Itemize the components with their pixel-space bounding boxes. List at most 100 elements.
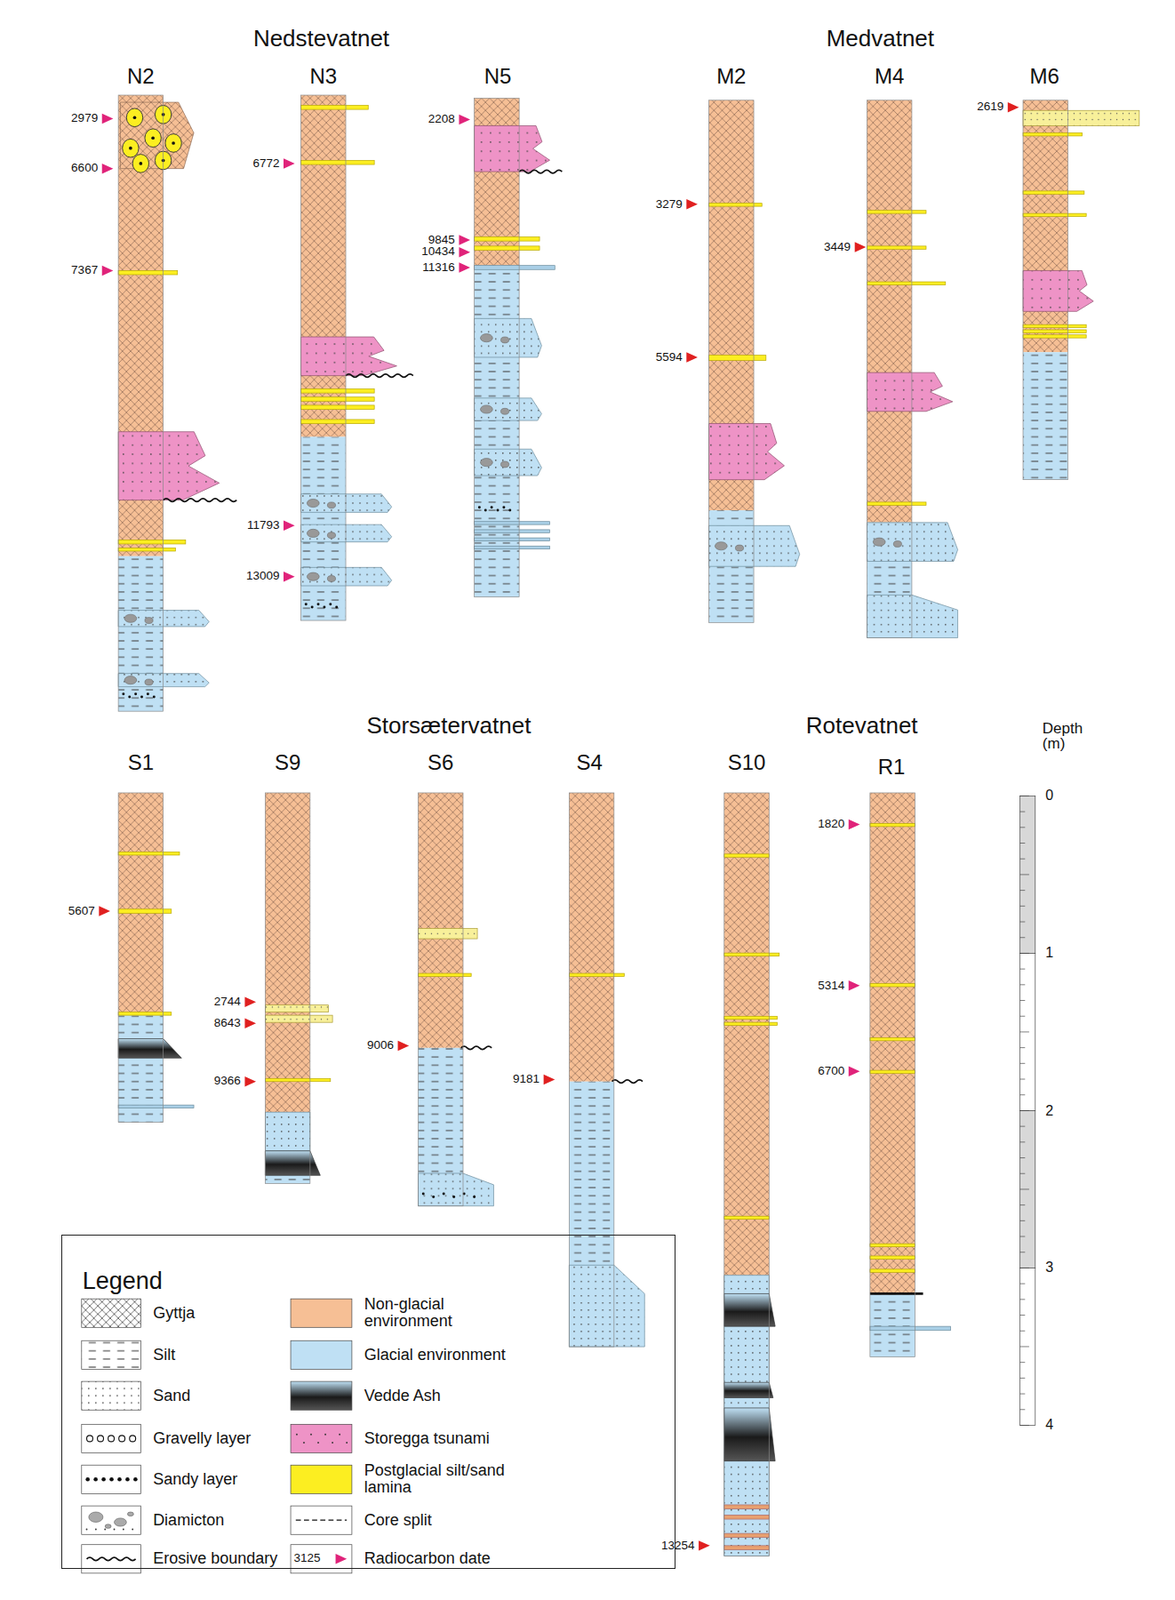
legend-text: Glacial environment bbox=[364, 1346, 523, 1364]
core-stroke bbox=[709, 355, 767, 361]
core-stroke bbox=[124, 614, 137, 623]
legend-text: Radiocarbon date bbox=[364, 1550, 491, 1567]
core-stroke bbox=[418, 928, 479, 939]
core-stroke bbox=[171, 141, 176, 145]
radiocarbon-date: 9006 bbox=[367, 1039, 394, 1052]
legend-text: Sandy layer bbox=[152, 1470, 238, 1488]
core-stroke bbox=[1020, 1424, 1030, 1426]
core-stroke bbox=[1020, 1330, 1026, 1332]
core-stroke bbox=[418, 792, 464, 1207]
core-stroke bbox=[474, 125, 551, 172]
core-stroke bbox=[724, 1293, 776, 1327]
core-stroke bbox=[144, 617, 153, 624]
core-stroke bbox=[1020, 952, 1030, 954]
core-stroke bbox=[1020, 1377, 1026, 1379]
core-name: S6 bbox=[427, 751, 454, 775]
core-stroke bbox=[118, 610, 209, 627]
core-stroke bbox=[866, 281, 945, 285]
date-arrow bbox=[102, 113, 114, 124]
core-stroke bbox=[474, 448, 543, 476]
core-stroke bbox=[724, 854, 769, 857]
core-stroke bbox=[317, 602, 320, 606]
core-stroke bbox=[1020, 983, 1026, 985]
date-arrow bbox=[848, 819, 861, 830]
core-stroke bbox=[114, 1518, 128, 1527]
core-stroke bbox=[290, 1505, 352, 1535]
core-stroke bbox=[1020, 842, 1026, 844]
core-stroke bbox=[131, 1528, 134, 1531]
core-stroke bbox=[724, 952, 780, 956]
core-stroke bbox=[151, 135, 155, 140]
core-stroke bbox=[134, 692, 137, 696]
core-stroke bbox=[93, 1477, 98, 1482]
core-stroke bbox=[295, 1433, 298, 1436]
core-stroke bbox=[324, 1433, 327, 1436]
date-arrow bbox=[543, 1074, 556, 1085]
core-stroke bbox=[474, 97, 520, 597]
core-stroke bbox=[163, 498, 238, 502]
core-stroke bbox=[474, 545, 551, 549]
core-stroke bbox=[1020, 1079, 1026, 1080]
core-stroke bbox=[568, 1264, 645, 1347]
core-stroke bbox=[1020, 1015, 1026, 1017]
radiocarbon-date: 1820 bbox=[817, 817, 845, 831]
core-stroke bbox=[81, 1464, 142, 1494]
core-stroke bbox=[1020, 968, 1026, 970]
core-stroke bbox=[121, 692, 125, 696]
core-stroke bbox=[452, 1195, 456, 1199]
date-arrow bbox=[855, 241, 867, 252]
core-stroke bbox=[290, 1381, 352, 1410]
date-arrow bbox=[335, 1553, 348, 1564]
date-arrow bbox=[98, 905, 111, 916]
core-stroke bbox=[870, 823, 915, 826]
core-stroke bbox=[1020, 1267, 1030, 1269]
core-stroke bbox=[118, 792, 163, 1016]
core-stroke bbox=[1023, 132, 1083, 136]
core-stroke bbox=[866, 372, 952, 412]
core-stroke bbox=[127, 695, 131, 699]
core-stroke bbox=[139, 161, 144, 166]
core-name: N3 bbox=[309, 64, 337, 88]
core-stroke bbox=[132, 154, 149, 174]
core-stroke bbox=[724, 1407, 776, 1462]
date-arrow bbox=[458, 234, 471, 245]
core-stroke bbox=[1020, 795, 1030, 797]
core-stroke bbox=[500, 461, 509, 468]
core-stroke bbox=[301, 494, 392, 513]
date-arrow bbox=[398, 1040, 410, 1051]
core-stroke bbox=[474, 529, 551, 533]
core-stroke bbox=[709, 100, 754, 624]
core-stroke bbox=[133, 115, 137, 120]
legend-text: Diamicton bbox=[152, 1510, 224, 1528]
legend-title: Legend bbox=[82, 1268, 163, 1294]
core-stroke bbox=[724, 1382, 774, 1398]
core-stroke bbox=[870, 792, 915, 1294]
core-stroke bbox=[264, 1111, 310, 1152]
legend-text: Vedde Ash bbox=[364, 1386, 523, 1404]
date-arrow bbox=[686, 199, 698, 209]
core-name: S10 bbox=[727, 751, 767, 775]
core-stroke bbox=[872, 537, 886, 546]
core-stroke bbox=[474, 521, 551, 525]
core-stroke bbox=[87, 1557, 136, 1560]
legend-text: Postglacial silt/sand lamina bbox=[364, 1462, 523, 1496]
date-arrow bbox=[848, 980, 861, 991]
core-stroke bbox=[125, 1477, 130, 1482]
core-stroke bbox=[500, 336, 509, 344]
core-stroke bbox=[1020, 1126, 1026, 1128]
core-name: S4 bbox=[576, 751, 603, 775]
core-stroke bbox=[310, 1433, 312, 1436]
core-stroke bbox=[327, 502, 336, 509]
core-stroke bbox=[118, 548, 176, 552]
legend-swatch bbox=[290, 1340, 352, 1369]
core-stroke bbox=[709, 423, 785, 480]
core-stroke bbox=[714, 542, 728, 551]
core-stroke bbox=[85, 1477, 90, 1482]
core-stroke bbox=[480, 334, 494, 343]
core-stroke bbox=[1020, 1393, 1026, 1395]
core-stroke bbox=[422, 1191, 425, 1195]
date-arrow bbox=[102, 163, 114, 174]
core-stroke bbox=[264, 792, 310, 1112]
core-stroke bbox=[870, 792, 915, 1358]
legend-text: Sand bbox=[152, 1386, 191, 1404]
